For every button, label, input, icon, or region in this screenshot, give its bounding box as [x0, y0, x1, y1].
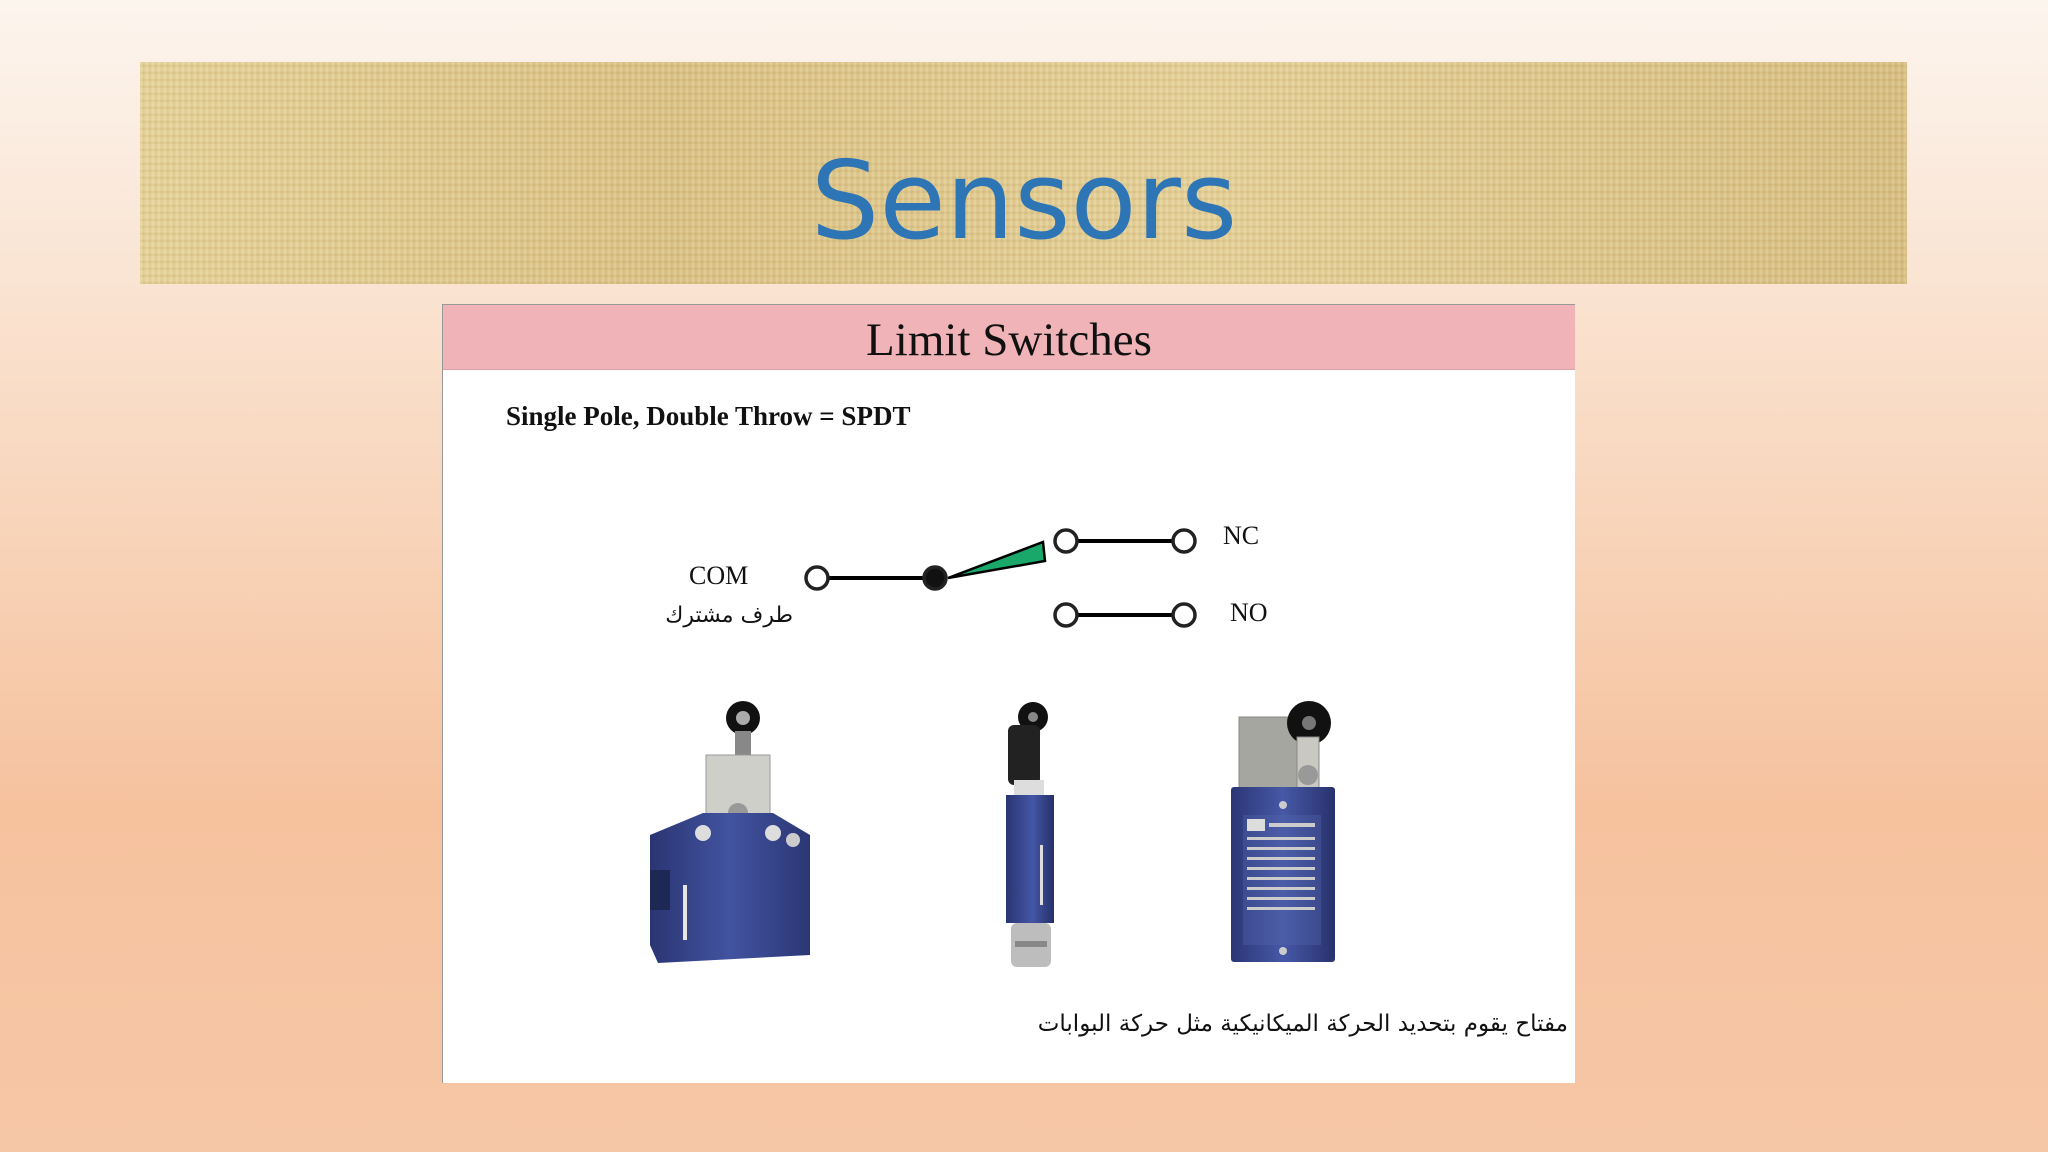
pivot-terminal [922, 565, 948, 591]
no-label: NO [1230, 598, 1268, 627]
nc-terminal-b [1171, 528, 1197, 554]
panel-title: Limit Switches [866, 314, 1152, 366]
content-panel: Limit Switches Single Pole, Double Throw… [442, 304, 1575, 1083]
switch-blade [947, 540, 1047, 580]
title-banner [140, 62, 1907, 284]
panel-header: Limit Switches [443, 305, 1575, 370]
com-label: COM [689, 561, 749, 590]
no-terminal-b [1171, 602, 1197, 628]
limit-switch-photo-2 [1006, 702, 1054, 967]
com-arabic-label: طرف مشترك [665, 603, 793, 628]
limit-switch-photo-3 [1231, 701, 1335, 962]
nc-label: NC [1223, 521, 1260, 550]
slide-title: Sensors [810, 139, 1238, 264]
no-terminal-a [1053, 602, 1079, 628]
subtitle: Single Pole, Double Throw = SPDT [506, 401, 911, 431]
com-terminal [804, 565, 830, 591]
nc-terminal-a [1053, 528, 1079, 554]
caption-arabic: مفتاح يقوم بتحديد الحركة الميكانيكية مثل… [1037, 1011, 1568, 1037]
spdt-diagram [804, 528, 1197, 628]
limit-switch-photo-1 [650, 701, 810, 963]
